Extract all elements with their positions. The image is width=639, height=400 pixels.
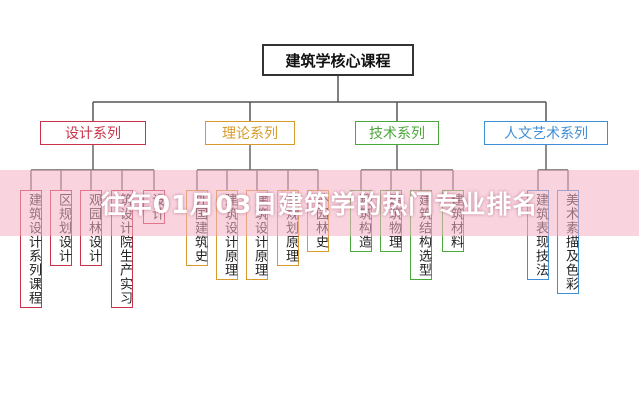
category-design: 设计系列 (40, 121, 146, 145)
category-theory: 理论系列 (205, 121, 295, 145)
category-label: 设计系列 (65, 126, 121, 142)
category-label: 技术系列 (369, 126, 425, 142)
category-humanities-art: 人文艺术系列 (484, 121, 608, 145)
root-label: 建筑学核心课程 (285, 51, 391, 70)
title-banner: 往年01月03日建筑学的热门专业排名 (0, 170, 639, 236)
category-label: 理论系列 (222, 126, 278, 142)
category-label: 人文艺术系列 (504, 126, 588, 142)
category-technology: 技术系列 (355, 121, 439, 145)
banner-title: 往年01月03日建筑学的热门专业排名 (100, 190, 539, 219)
root-node: 建筑学核心课程 (262, 44, 414, 76)
